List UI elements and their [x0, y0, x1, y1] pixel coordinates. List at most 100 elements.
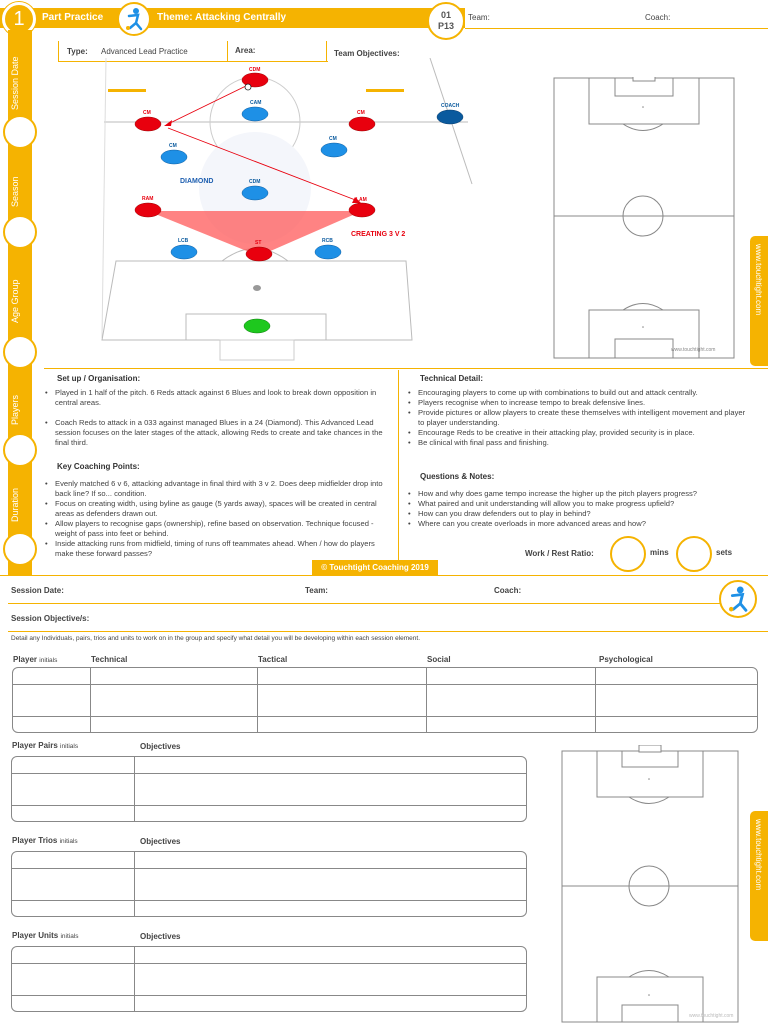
- label-diamond: DIAMOND: [180, 178, 213, 185]
- pitch-watermark-top: www.touchtight.com: [671, 347, 715, 353]
- coach-marker: [436, 109, 464, 125]
- units-header: Player Units initials: [12, 931, 79, 940]
- session-coach-label[interactable]: Coach:: [494, 586, 522, 595]
- col-tactical: Tactical: [258, 655, 288, 664]
- tactical-cell[interactable]: [257, 684, 427, 717]
- season-field[interactable]: [3, 215, 37, 249]
- header-coach-label[interactable]: Coach:: [645, 13, 671, 22]
- label-coach: COACH: [441, 103, 460, 109]
- technical-cell[interactable]: [90, 684, 258, 717]
- pitch-watermark-bottom: www.touchtight.com: [689, 1013, 733, 1019]
- psychological-cell[interactable]: [595, 716, 757, 732]
- unit-cell[interactable]: [12, 995, 135, 1011]
- unit-cell[interactable]: [12, 963, 135, 996]
- technical-title: Technical Detail:: [420, 374, 483, 383]
- session-objective-label[interactable]: Session Objective/s:: [11, 614, 90, 623]
- question-item: How and why does game tempo increase the…: [408, 489, 758, 499]
- pair-cell[interactable]: [12, 805, 135, 821]
- rail-duration: Duration: [10, 487, 20, 522]
- technical-cell[interactable]: [90, 668, 258, 685]
- players-field[interactable]: [3, 433, 37, 467]
- rail-players: Players: [10, 394, 20, 425]
- player-cm-red-right: [348, 116, 376, 132]
- coaching-list: Evenly matched 6 v 6, attacking advantag…: [45, 479, 385, 559]
- divider: [326, 41, 327, 61]
- blank-pitch-bottom: www.touchtight.com: [561, 745, 739, 1023]
- pairs-table: [11, 756, 527, 822]
- tactical-cell[interactable]: [257, 668, 427, 685]
- goalkeeper: [243, 318, 271, 334]
- session-team-label[interactable]: Team:: [305, 586, 328, 595]
- trio-cell[interactable]: [12, 868, 135, 901]
- objective-cell[interactable]: [134, 995, 526, 1011]
- units-objectives-label: Objectives: [140, 932, 181, 941]
- player-cell[interactable]: [13, 668, 91, 685]
- trios-header: Player Trios initials: [12, 836, 78, 845]
- trio-cell[interactable]: [12, 852, 135, 869]
- type-value[interactable]: Advanced Lead Practice: [101, 47, 188, 56]
- label-cm-left: CM: [143, 110, 151, 116]
- practice-theme: Theme: Attacking Centrally: [157, 12, 287, 23]
- sets-field[interactable]: [676, 536, 712, 572]
- site-tab-top[interactable]: www.touchtight.com: [750, 236, 768, 366]
- coaching-item: Evenly matched 6 v 6, attacking advantag…: [45, 479, 385, 499]
- tactical-cell[interactable]: [257, 716, 427, 732]
- pair-cell[interactable]: [12, 773, 135, 806]
- label-st: ST: [255, 240, 261, 246]
- mins-field[interactable]: [610, 536, 646, 572]
- social-cell[interactable]: [426, 716, 596, 732]
- practice-title: Part Practice: [42, 12, 104, 23]
- touchtight-logo-icon: [719, 580, 757, 618]
- header-team-label[interactable]: Team:: [468, 13, 490, 22]
- unit-cell[interactable]: [12, 947, 135, 964]
- label-cam: CAM: [250, 100, 261, 106]
- player-cdm-red: [241, 72, 269, 88]
- setup-title: Set up / Organisation:: [57, 374, 141, 383]
- label-ram: RAM: [142, 196, 153, 202]
- player-cell[interactable]: [13, 684, 91, 717]
- mins-label: mins: [650, 548, 669, 557]
- questions-title: Questions & Notes:: [420, 472, 495, 481]
- setup-list: Played in 1 half of the pitch. 6 Reds at…: [45, 388, 385, 448]
- trio-cell[interactable]: [12, 900, 135, 916]
- objective-cell[interactable]: [134, 773, 526, 806]
- goal: [219, 339, 295, 361]
- trios-objectives-label: Objectives: [140, 837, 181, 846]
- coaching-item: Inside attacking runs from midfield, tim…: [45, 539, 385, 559]
- technical-cell[interactable]: [90, 716, 258, 732]
- objective-cell[interactable]: [134, 805, 526, 821]
- objective-cell[interactable]: [134, 868, 526, 901]
- technical-item: Encouraging players to come up with comb…: [408, 388, 753, 398]
- setup-item: Coach Reds to attack in a 033 against ma…: [45, 418, 385, 448]
- copyright-badge: © Touchtight Coaching 2019: [312, 560, 438, 575]
- objective-cell[interactable]: [134, 947, 526, 964]
- social-cell[interactable]: [426, 668, 596, 685]
- header-bar: [0, 8, 465, 28]
- social-cell[interactable]: [426, 684, 596, 717]
- session-date-field[interactable]: [3, 115, 37, 149]
- player-lam-red: [348, 202, 376, 218]
- session-date-label[interactable]: Session Date:: [11, 586, 64, 595]
- technical-item: Players recognise when to increase tempo…: [408, 398, 753, 408]
- practice-code-bottom: P13: [437, 21, 454, 31]
- coaching-item: Focus on creating width, using byline as…: [45, 499, 385, 519]
- penalty-area: [101, 260, 413, 341]
- objective-cell[interactable]: [134, 963, 526, 996]
- psychological-cell[interactable]: [595, 684, 757, 717]
- blank-pitch-top: www.touchtight.com: [553, 77, 735, 359]
- pair-cell[interactable]: [12, 757, 135, 774]
- divider: [8, 631, 768, 632]
- duration-field[interactable]: [3, 532, 37, 566]
- tactics-diagram: CDM CAM CM CM COACH CM CM CDM RAM LAM LC…: [101, 58, 473, 361]
- player-cdm-blue: [241, 185, 269, 201]
- practice-code: 01 P13: [427, 2, 465, 40]
- site-tab-bottom[interactable]: www.touchtight.com: [750, 811, 768, 941]
- player-cell[interactable]: [13, 716, 91, 732]
- psychological-cell[interactable]: [595, 668, 757, 685]
- objective-cell[interactable]: [134, 757, 526, 774]
- age-group-field[interactable]: [3, 335, 37, 369]
- session-instructions: Detail any Individuals, pairs, trios and…: [11, 635, 421, 642]
- objective-cell[interactable]: [134, 852, 526, 869]
- player-header: Player initials: [13, 655, 58, 664]
- objective-cell[interactable]: [134, 900, 526, 916]
